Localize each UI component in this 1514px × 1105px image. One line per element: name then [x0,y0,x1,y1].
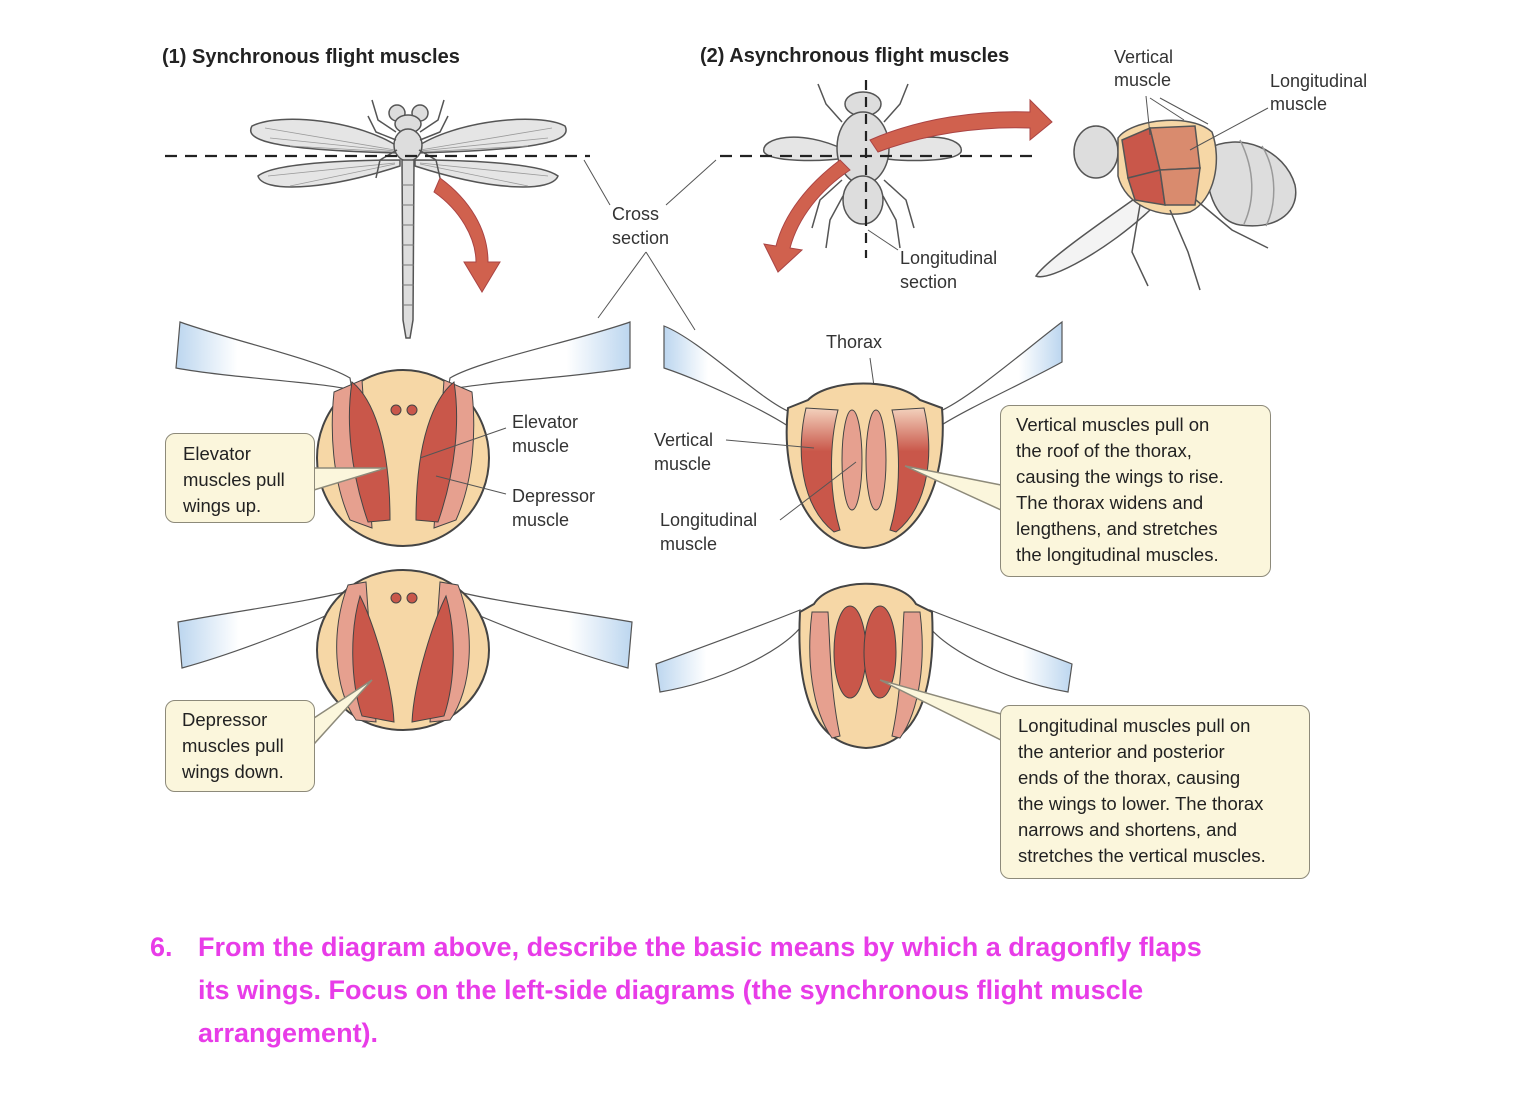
vertical-muscles-callout: Vertical muscles pull on the roof of the… [1000,405,1271,577]
synchronous-heading: (1) Synchronous flight muscles [162,46,460,68]
longitudinal-section-label: Longitudinal section [900,248,998,292]
question-line-2: its wings. Focus on the left-side diagra… [198,975,1144,1005]
leader-lines [583,95,1269,387]
dragonfly-illustration [250,99,567,339]
section-leader-lines [419,427,857,521]
asynchronous-heading: (2) Asynchronous flight muscles [700,45,1010,67]
longitudinal-muscle-label: Longitudinal muscle [660,510,758,554]
fly-illustration [763,83,962,249]
elevator-callout: Elevator muscles pull wings up. [165,433,315,523]
cross-section-label: Cross section [612,204,670,248]
question-text: 6. From the diagram above, describe the b… [150,926,1450,1055]
asynchronous-downstroke-section [655,582,1073,750]
vertical-muscle-label: Vertical muscle [654,430,714,474]
arrow-icon [763,159,851,273]
question-number: 6. [150,932,173,962]
arrow-icon [869,98,1053,153]
longitudinal-muscles-callout: Longitudinal muscles pull on the anterio… [1000,705,1310,879]
question-line-3: arrangement). [198,1018,379,1048]
depressor-callout: Depressor muscles pull wings down. [165,700,315,792]
fly-vertical-muscle-label: Vertical muscle [1114,47,1174,90]
elevator-muscle-label: Elevator muscle [512,412,579,456]
depressor-muscle-label: Depressor muscle [512,486,596,530]
asynchronous-upstroke-section [663,320,1063,550]
arrow-icon [433,177,501,293]
question-line-1: From the diagram above, describe the bas… [198,932,1202,962]
synchronous-downstroke-section [177,569,633,731]
fly-muscle-illustration [1034,119,1297,291]
fly-longitudinal-muscle-label: Longitudinal muscle [1270,71,1368,114]
thorax-label: Thorax [826,332,883,352]
